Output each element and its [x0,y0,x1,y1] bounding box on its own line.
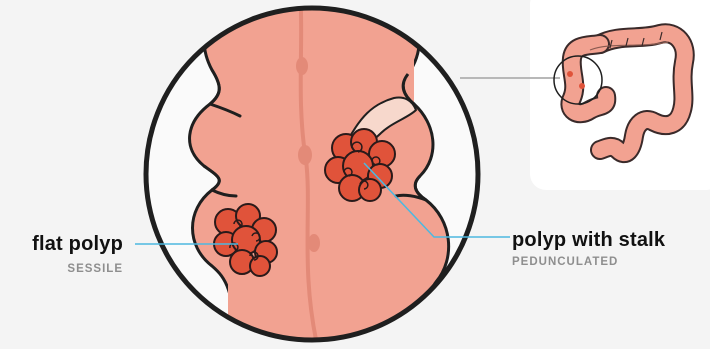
stalk-polyp-label: polyp with stalk [512,229,665,252]
pedunculated-label: PEDUNCULATED [512,256,618,268]
sessile-label: SESSILE [67,263,123,275]
magnifier-lens-view [140,0,490,349]
flat-polyp-label: flat polyp [32,233,123,256]
